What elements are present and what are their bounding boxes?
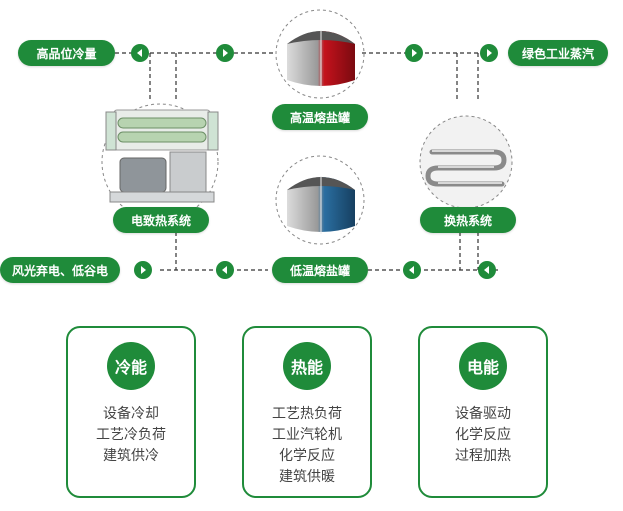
low-temp-tank-label: 低温熔盐罐: [272, 257, 368, 283]
electric-heating-label: 电致热系统: [113, 207, 209, 233]
arrow-right-icon: [405, 44, 423, 62]
high-temp-tank-illustration: [287, 30, 355, 88]
card-item: 过程加热: [455, 448, 511, 464]
heat-energy-card: 热能 工艺热负荷 工业汽轮机 化学反应 建筑供暖: [242, 326, 372, 498]
card-item: 设备驱动: [455, 406, 511, 422]
arrow-right-icon: [480, 44, 498, 62]
card-item: 工艺冷负荷: [96, 427, 166, 443]
card-item: 工业汽轮机: [272, 427, 342, 443]
heat-exchange-illustration: [425, 149, 507, 187]
arrow-left-icon: [216, 261, 234, 279]
arrow-left-icon: [478, 261, 496, 279]
arrow-right-icon: [134, 261, 152, 279]
card-item: 建筑供冷: [103, 448, 159, 464]
cold-energy-card: 冷能 设备冷却 工艺冷负荷 建筑供冷: [66, 326, 196, 498]
heat-exchange-label: 换热系统: [420, 207, 516, 233]
low-temp-tank-illustration: [287, 176, 355, 234]
electric-energy-card: 电能 设备驱动 化学反应 过程加热: [418, 326, 548, 498]
card-item: 化学反应: [455, 427, 511, 443]
high-temp-tank-label: 高温熔盐罐: [272, 104, 368, 130]
electric-heating-illustration: [105, 109, 219, 203]
card-item: 化学反应: [279, 448, 335, 464]
card-item: 设备冷却: [103, 406, 159, 422]
card-item: 工艺热负荷: [272, 406, 342, 422]
arrow-left-icon: [403, 261, 421, 279]
arrow-right-icon: [216, 44, 234, 62]
card-item: 建筑供暖: [279, 469, 335, 485]
high-grade-cold-label: 高品位冷量: [18, 40, 115, 66]
card-title: 热能: [283, 342, 331, 390]
card-title: 冷能: [107, 342, 155, 390]
green-steam-label: 绿色工业蒸汽: [508, 40, 608, 66]
arrow-left-icon: [131, 44, 149, 62]
card-title: 电能: [459, 342, 507, 390]
wind-solar-label: 风光弃电、低谷电: [0, 257, 120, 283]
